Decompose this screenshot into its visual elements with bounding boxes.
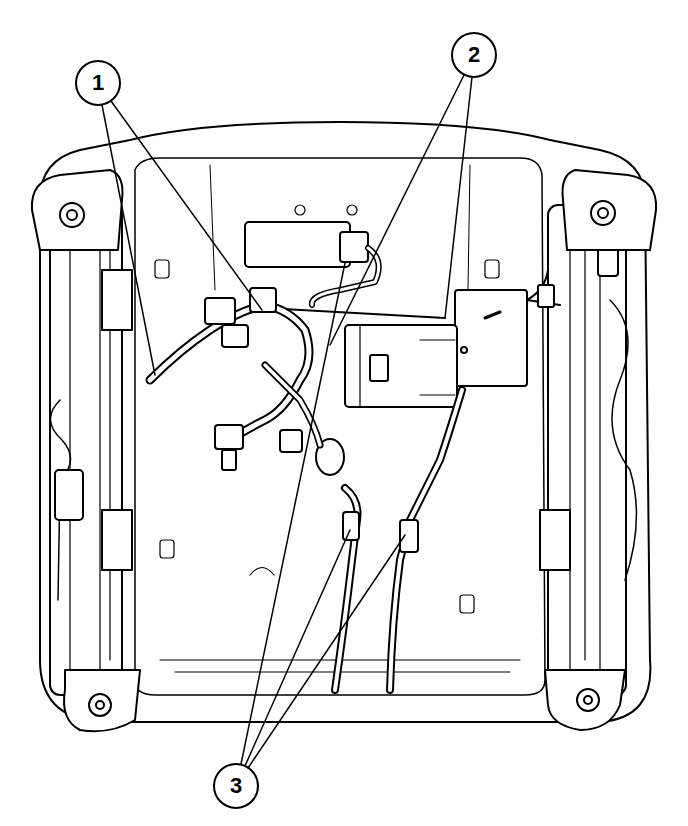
callout-circle bbox=[76, 61, 120, 105]
control-module bbox=[245, 222, 350, 267]
right-connector bbox=[538, 285, 554, 307]
leader-lines bbox=[102, 75, 472, 768]
bolt bbox=[89, 694, 111, 716]
pan-hole bbox=[347, 205, 357, 215]
bolt bbox=[96, 701, 104, 709]
motor-module bbox=[345, 325, 457, 407]
callout-circle bbox=[452, 33, 496, 77]
right-rail-detail bbox=[570, 210, 600, 690]
bolt bbox=[60, 203, 84, 227]
left-rail-block bbox=[102, 510, 132, 570]
hose-fitting bbox=[400, 520, 418, 552]
motor-module-detail bbox=[360, 325, 455, 407]
corner-pad bbox=[563, 170, 657, 250]
seat-pan bbox=[135, 158, 545, 695]
harness-connector bbox=[205, 298, 235, 324]
corner-pad bbox=[64, 670, 140, 731]
harness-connector bbox=[222, 325, 248, 347]
callout-number: 2 bbox=[468, 44, 480, 66]
bolt bbox=[584, 696, 592, 704]
leader-line bbox=[245, 530, 350, 766]
hose-fitting bbox=[343, 512, 359, 540]
left-rail-block bbox=[102, 270, 132, 330]
bolt bbox=[67, 210, 77, 220]
right-rail-block bbox=[540, 510, 570, 570]
callout-number: 1 bbox=[92, 72, 104, 94]
wire-harness bbox=[150, 305, 309, 440]
motor-connector bbox=[370, 355, 388, 381]
pan-slot bbox=[250, 568, 274, 576]
module-harness bbox=[312, 248, 379, 305]
pan-hole bbox=[155, 260, 169, 278]
callout-number: 3 bbox=[230, 775, 242, 797]
pan-hole bbox=[485, 260, 499, 278]
leader-line bbox=[111, 101, 262, 310]
pan-hole bbox=[295, 205, 305, 215]
left-connector bbox=[55, 470, 83, 520]
pan-ridge bbox=[210, 165, 470, 290]
right-wire bbox=[610, 300, 636, 580]
corner-pad bbox=[545, 670, 625, 730]
bracket bbox=[455, 290, 527, 386]
leader-line bbox=[241, 263, 345, 764]
callout-circle bbox=[214, 764, 258, 808]
leader-line bbox=[330, 75, 464, 345]
pan-hole bbox=[460, 595, 474, 613]
seat-frame bbox=[40, 122, 650, 722]
corner-pad bbox=[32, 170, 123, 250]
wire-harness bbox=[150, 305, 309, 440]
bolt bbox=[577, 689, 599, 711]
bolt bbox=[598, 208, 608, 218]
module-harness bbox=[312, 248, 379, 305]
bolt bbox=[591, 201, 615, 225]
right-rail bbox=[548, 205, 626, 695]
module-connector bbox=[340, 232, 368, 262]
pan-hole bbox=[160, 540, 174, 558]
leader-line bbox=[102, 105, 155, 375]
harness-connector bbox=[280, 430, 302, 452]
bracket-slot bbox=[485, 312, 500, 318]
leader-line bbox=[248, 535, 405, 768]
bracket-hole bbox=[461, 347, 467, 353]
harness-connector bbox=[215, 425, 243, 449]
leader-line bbox=[445, 77, 472, 318]
harness-connector bbox=[222, 450, 236, 470]
